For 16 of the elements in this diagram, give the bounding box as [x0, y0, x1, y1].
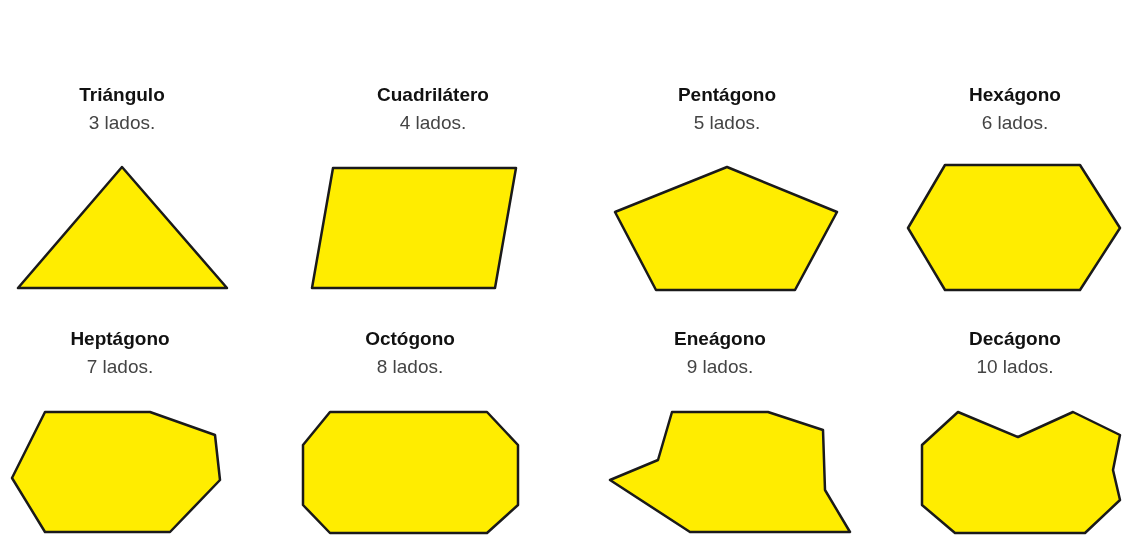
- side-count: 9 lados.: [685, 356, 755, 378]
- side-count: 6 lados.: [980, 112, 1050, 134]
- shape-name: Triángulo: [78, 84, 166, 106]
- side-count: 8 lados.: [375, 356, 445, 378]
- side-count: 4 lados.: [398, 112, 468, 134]
- shape-name: Hexágono: [968, 84, 1062, 106]
- shape-name: Octógono: [364, 328, 456, 350]
- shape-name: Decágono: [968, 328, 1062, 350]
- shape-name: Cuadrilátero: [376, 84, 490, 106]
- side-count: 7 lados.: [85, 356, 155, 378]
- side-count: 3 lados.: [87, 112, 157, 134]
- shape-name: Heptágono: [69, 328, 171, 350]
- shape-name: Eneágono: [673, 328, 767, 350]
- side-count: 10 lados.: [975, 356, 1055, 378]
- shape-name: Pentágono: [676, 84, 778, 106]
- side-count: 5 lados.: [692, 112, 762, 134]
